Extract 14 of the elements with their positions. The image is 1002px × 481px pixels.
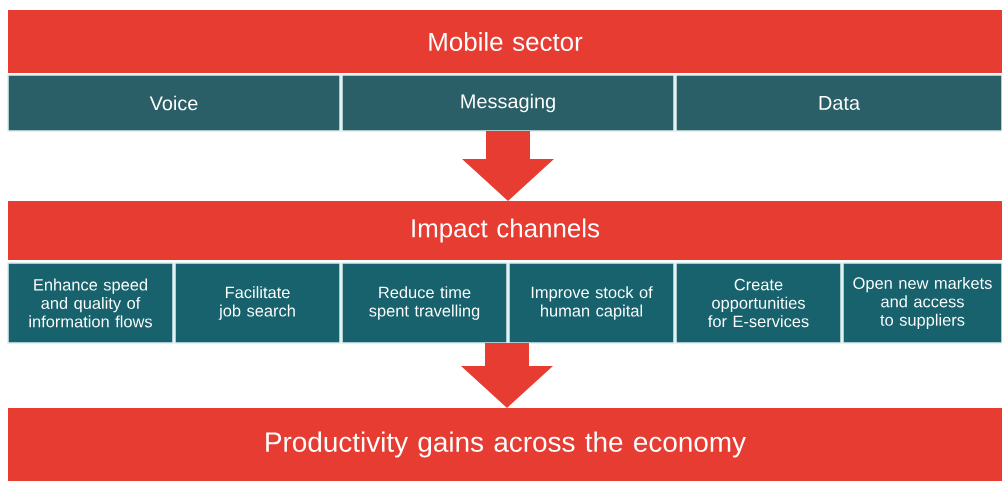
- channel-box: Facilitate job search: [174, 262, 341, 344]
- category-box: Data: [675, 74, 1002, 132]
- channel-box: Create opportunities for E-services: [675, 262, 842, 344]
- channel-box: Enhance speed and quality of information flows: [7, 262, 174, 344]
- section-band: Impact channels: [8, 201, 1002, 260]
- category-box: Messaging: [341, 74, 675, 132]
- block-arrow: [461, 343, 553, 408]
- category-box: Voice: [7, 74, 341, 132]
- block-arrow: [462, 131, 554, 201]
- result-band: Productivity gains across the economy: [8, 408, 1002, 481]
- channel-box: Improve stock of human capital: [508, 262, 675, 344]
- channel-box: Open new markets and access to suppliers: [842, 262, 1002, 344]
- section-band: Mobile sector: [8, 10, 1002, 73]
- channel-box: Reduce time spent travelling: [341, 262, 508, 344]
